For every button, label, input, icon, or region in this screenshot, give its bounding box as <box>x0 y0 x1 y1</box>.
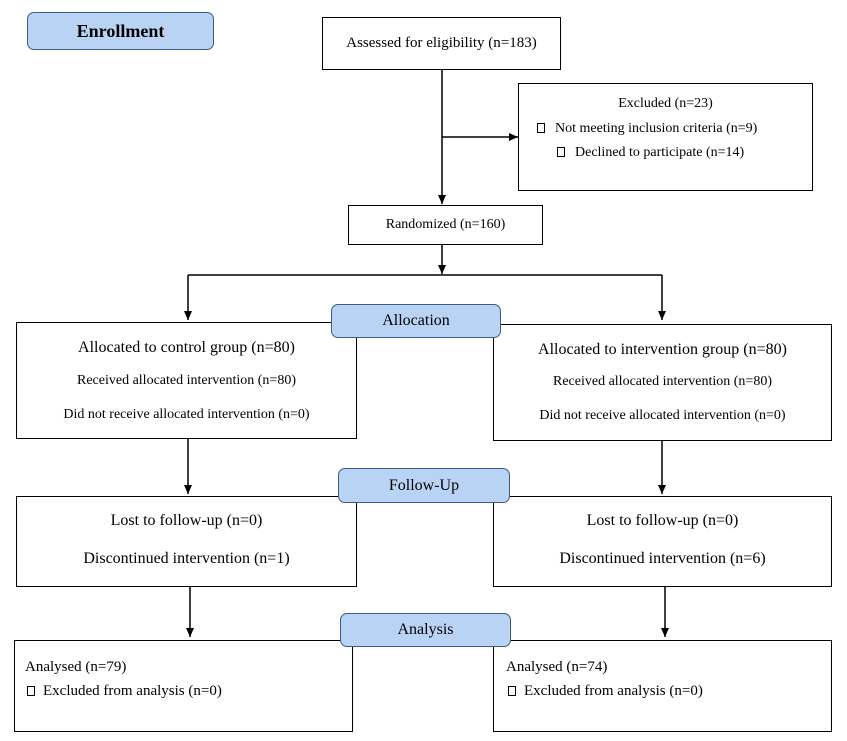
stage-enrollment-label: Enrollment <box>76 20 165 41</box>
intervention-analysed: Analysed (n=74) <box>506 659 608 675</box>
stage-enrollment: Enrollment <box>27 12 214 50</box>
assessed-text: Assessed for eligibility (n=183) <box>346 35 537 51</box>
stage-analysis: Analysis <box>340 613 511 647</box>
control-not-received: Did not receive allocated intervention (… <box>63 407 310 422</box>
intervention-discontinued: Discontinued intervention (n=6) <box>559 550 766 567</box>
checkbox-icon <box>537 123 545 133</box>
checkbox-icon <box>508 686 516 696</box>
intervention-analysis-box: Analysed (n=74) Excluded from analysis (… <box>493 640 832 732</box>
intervention-allocated: Allocated to intervention group (n=80) <box>538 341 787 358</box>
control-lost: Lost to follow-up (n=0) <box>110 512 263 529</box>
control-excluded-analysis-row: Excluded from analysis (n=0) <box>27 683 222 700</box>
control-discontinued: Discontinued intervention (n=1) <box>83 550 290 567</box>
control-allocated: Allocated to control group (n=80) <box>78 339 295 356</box>
randomized-box: Randomized (n=160) <box>348 205 543 245</box>
intervention-excluded-analysis: Excluded from analysis (n=0) <box>524 683 703 699</box>
intervention-allocation-box: Allocated to intervention group (n=80) R… <box>493 324 832 441</box>
excluded-item-label: Not meeting inclusion criteria (n=9) <box>555 121 758 136</box>
excluded-item-label: Declined to participate (n=14) <box>575 145 745 160</box>
checkbox-icon <box>557 147 565 157</box>
intervention-received: Received allocated intervention (n=80) <box>553 374 772 389</box>
excluded-item: Not meeting inclusion criteria (n=9) <box>537 121 757 137</box>
intervention-followup-box: Lost to follow-up (n=0) Discontinued int… <box>493 496 832 587</box>
control-received: Received allocated intervention (n=80) <box>77 373 296 388</box>
control-allocation-box: Allocated to control group (n=80) Receiv… <box>16 322 357 439</box>
intervention-excluded-analysis-row: Excluded from analysis (n=0) <box>508 683 703 700</box>
stage-follow-up: Follow-Up <box>338 468 510 503</box>
control-analysed: Analysed (n=79) <box>25 659 127 675</box>
stage-analysis-label: Analysis <box>397 621 454 638</box>
stage-follow-up-label: Follow-Up <box>388 476 460 494</box>
intervention-lost: Lost to follow-up (n=0) <box>586 512 739 529</box>
excluded-box: Excluded (n=23) Not meeting inclusion cr… <box>518 83 813 191</box>
excluded-item: Declined to participate (n=14) <box>557 145 744 161</box>
control-excluded-analysis: Excluded from analysis (n=0) <box>43 683 222 699</box>
control-followup-box: Lost to follow-up (n=0) Discontinued int… <box>16 496 357 587</box>
checkbox-icon <box>27 686 35 696</box>
assessed-box: Assessed for eligibility (n=183) <box>322 17 561 70</box>
randomized-text: Randomized (n=160) <box>385 217 506 232</box>
control-analysis-box: Analysed (n=79) Excluded from analysis (… <box>14 640 353 732</box>
stage-allocation-label: Allocation <box>382 312 450 329</box>
intervention-not-received: Did not receive allocated intervention (… <box>539 408 786 423</box>
excluded-title: Excluded (n=23) <box>618 96 713 111</box>
stage-allocation: Allocation <box>331 304 501 338</box>
